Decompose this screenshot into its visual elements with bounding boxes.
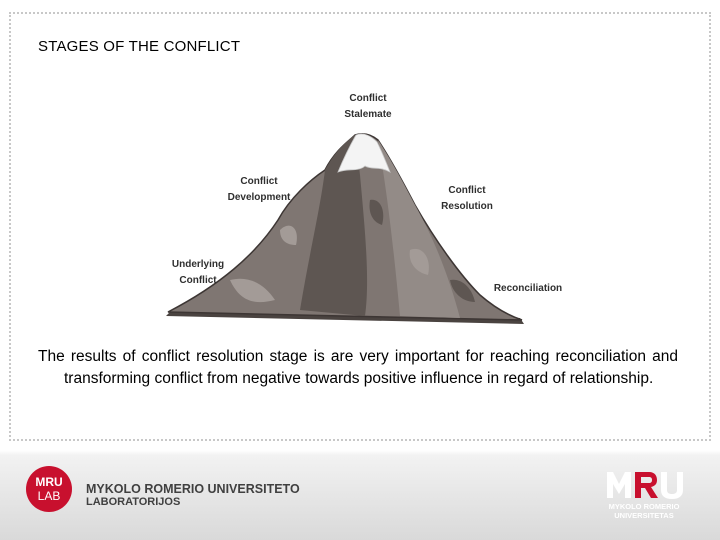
mru-logo (607, 472, 683, 499)
label-line: Conflict (240, 176, 278, 187)
label-conflict-resolution: Conflict Resolution (428, 183, 506, 215)
mountain-patch (230, 278, 275, 303)
label-line: Reconciliation (493, 283, 563, 294)
caption-line: MYKOLO ROMERIO (608, 502, 680, 511)
mountain-patch (409, 248, 429, 275)
caption-line: UNIVERSITETAS (614, 511, 674, 520)
label-conflict-stalemate: Conflict Stalemate (328, 91, 408, 123)
mountain-dark-face (300, 135, 368, 316)
mountain-base (166, 312, 524, 324)
mru-lab-logo: MRU LAB (26, 466, 72, 512)
lab-name: LABORATORIJOS (86, 496, 181, 508)
label-line: Conflict (349, 93, 387, 104)
label-conflict-development: Conflict Development (214, 174, 304, 206)
mountain-patch (280, 225, 297, 245)
label-line: Conflict (179, 275, 217, 286)
mountain-patch (369, 199, 384, 225)
snow-cap (337, 133, 391, 173)
logo-line: MRU (35, 475, 63, 489)
content-frame (9, 12, 711, 441)
footer-bar (0, 450, 720, 540)
mountain-light-ridge (378, 140, 460, 318)
slide-title: STAGES OF THE CONFLICT (38, 38, 241, 55)
mountain-patch (450, 279, 475, 302)
mountain-illustration (166, 133, 524, 324)
label-reconciliation: Reconciliation (478, 281, 578, 297)
university-name: MYKOLO ROMERIO UNIVERSITETO (86, 482, 300, 496)
label-underlying-conflict: Underlying Conflict (160, 257, 236, 289)
label-line: Development (227, 192, 291, 203)
label-line: Underlying (171, 259, 225, 270)
label-line: Resolution (441, 201, 493, 212)
label-line: Stalemate (344, 109, 392, 120)
label-line: Conflict (448, 185, 486, 196)
logo-line: LAB (37, 489, 61, 503)
mru-caption: MYKOLO ROMERIO UNIVERSITETAS (596, 502, 692, 520)
body-paragraph: The results of conflict resolution stage… (38, 348, 678, 387)
